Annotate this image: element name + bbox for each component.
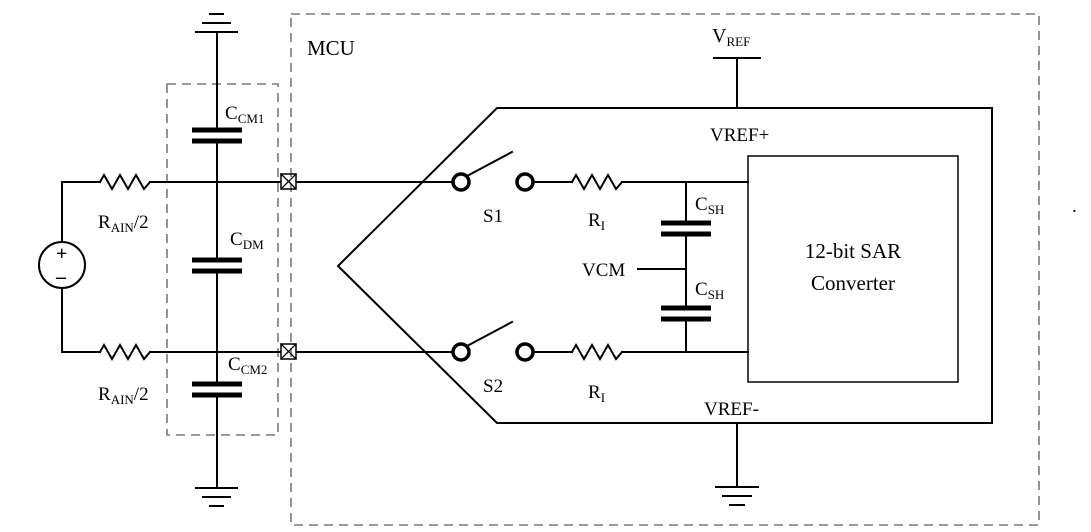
s2-label: S2 <box>483 376 503 397</box>
switch-icon <box>451 320 535 362</box>
vcm-label: VCM <box>582 260 625 281</box>
vref-minus-label: VREF- <box>704 399 759 420</box>
resistor-zigzag-icon <box>98 172 152 192</box>
resistor-zigzag-icon <box>98 342 152 362</box>
capacitor-icon <box>661 220 711 237</box>
csh-bottom-label: CSH <box>695 279 724 302</box>
rain-top-label: RAIN/2 <box>98 212 149 235</box>
converter-line-2: Converter <box>811 271 895 295</box>
vref-label: VREF <box>712 25 750 49</box>
ground-icon <box>195 13 238 129</box>
ccm1-label: CCM1 <box>225 103 264 126</box>
ccm2-label: CCM2 <box>228 354 267 377</box>
capacitor-icon <box>192 127 242 144</box>
capacitor-icon <box>192 381 242 398</box>
source-plus-sign: + <box>56 243 67 265</box>
resistor-zigzag-icon <box>570 172 624 192</box>
resistor-zigzag-icon <box>570 342 624 362</box>
ground-icon <box>195 487 238 507</box>
ri-top-label: RI <box>588 210 605 233</box>
switch-icon <box>451 150 535 192</box>
mcu-label: MCU <box>307 36 355 60</box>
ri-bottom-label: RI <box>588 382 605 405</box>
csh-top-label: CSH <box>695 194 724 217</box>
cdm-label: CDM <box>230 229 264 252</box>
capacitor-icon <box>192 257 242 274</box>
stray-dot: . <box>1072 196 1077 217</box>
rain-bottom-label: RAIN/2 <box>98 384 149 407</box>
capacitor-icon <box>661 305 711 322</box>
adc-block-outline <box>336 107 993 424</box>
converter-line-1: 12-bit SAR <box>805 239 901 263</box>
ground-icon <box>715 486 759 506</box>
sar-converter-block <box>747 155 959 383</box>
external-filter-boundary <box>166 83 279 436</box>
s1-label: S1 <box>483 206 503 227</box>
source-minus-sign: – <box>55 266 67 288</box>
vref-plus-label: VREF+ <box>710 125 769 146</box>
